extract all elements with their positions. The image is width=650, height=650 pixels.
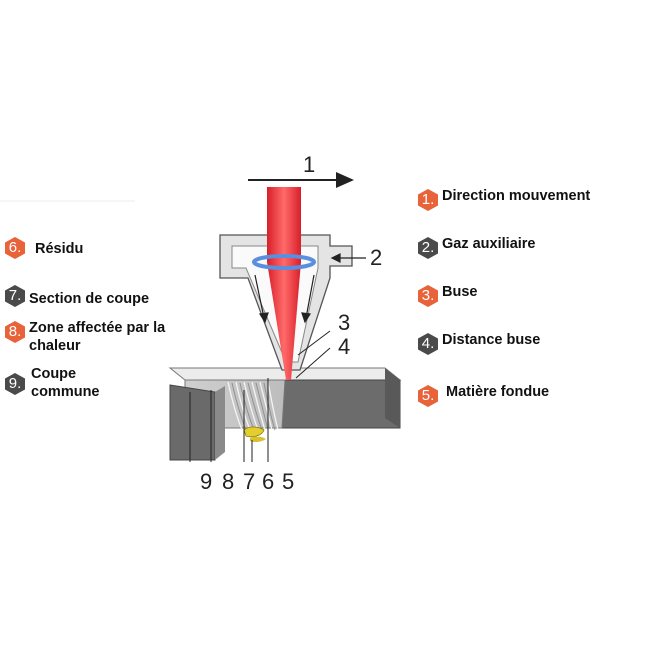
legend-text: Section de coupe — [29, 290, 149, 308]
legend-text: Coupe commune — [31, 365, 100, 401]
hexagon-badge-icon: 5. — [416, 384, 440, 408]
legend-item-molten: 5. Matière fondue — [416, 384, 549, 408]
legend-text: Matière fondue — [446, 384, 550, 400]
legend-item-distance: 4. Distance buse — [416, 332, 540, 356]
hexagon-badge-icon: 6. — [3, 236, 27, 260]
legend-item-direction: 1. Direction mouvement — [416, 188, 590, 212]
callout-6: 6 — [262, 469, 274, 494]
kerf-striations — [227, 381, 279, 431]
leader-lines — [189, 330, 331, 462]
callout-5: 5 — [282, 469, 294, 494]
hexagon-badge-icon: 9. — [3, 372, 27, 396]
gas-flow-arrows — [254, 253, 366, 324]
callout-2: 2 — [370, 245, 382, 270]
legend-item-common-cut: 9. Coupe commune — [3, 366, 100, 401]
callout-1: 1 — [303, 152, 315, 177]
legend-line2: commune — [31, 384, 100, 400]
legend-text: Distance buse — [442, 332, 541, 348]
hexagon-badge-icon: 2. — [416, 236, 440, 260]
legend-text: Buse — [442, 284, 478, 300]
callout-3: 3 — [338, 310, 350, 335]
hexagon-badge-icon: 4. — [416, 332, 440, 356]
legend-item-section: 7. Section de coupe — [3, 284, 149, 308]
callout-numbers: 1 2 3 4 9 8 7 6 5 — [200, 152, 382, 494]
legend-line1: Zone affectée par la — [29, 320, 166, 336]
legend-item-nozzle: 3. Buse — [416, 284, 477, 308]
legend-item-heat-zone: 8. Zone affectée par la chaleur — [3, 320, 165, 355]
legend-text: Gaz auxiliaire — [442, 236, 536, 252]
hexagon-badge-icon: 3. — [416, 284, 440, 308]
legend-line1: Résidu — [35, 241, 84, 257]
hexagon-badge-icon: 7. — [3, 284, 27, 308]
legend-line1: Section de coupe — [29, 291, 150, 307]
hexagon-badge-icon: 8. — [3, 320, 27, 344]
laser-beam — [252, 187, 316, 380]
callout-7: 7 — [243, 469, 255, 494]
workpiece — [168, 367, 402, 461]
legend-line1: Coupe — [31, 366, 77, 382]
legend-item-residue: 6. Résidu — [3, 236, 83, 260]
callout-8: 8 — [222, 469, 234, 494]
callout-9: 9 — [200, 469, 212, 494]
legend-item-gas: 2. Gaz auxiliaire — [416, 236, 536, 260]
legend-line2: chaleur — [29, 338, 81, 354]
legend-text: Zone affectée par la chaleur — [29, 319, 165, 355]
dross-residue — [243, 426, 266, 443]
legend-text: Résidu — [35, 240, 83, 258]
legend-text: Direction mouvement — [442, 188, 591, 204]
kerf-striations-dark — [231, 382, 276, 431]
callout-4: 4 — [338, 334, 350, 359]
hexagon-badge-icon: 1. — [416, 188, 440, 212]
